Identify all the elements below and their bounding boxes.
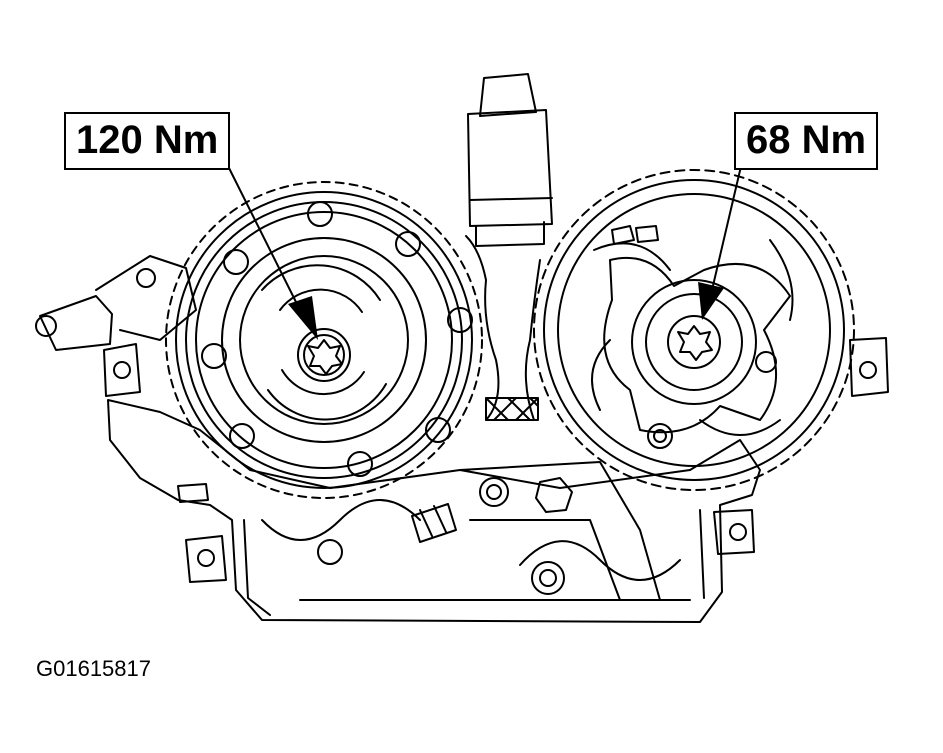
- right-torque-label: 68 Nm: [734, 112, 879, 170]
- block-rib-right: [519, 540, 681, 581]
- left-torx-bolt: [307, 339, 343, 375]
- right-arrow-head: [698, 282, 724, 320]
- block-rib-left: [261, 499, 421, 541]
- timing-belt: [465, 235, 541, 421]
- casting-boss-lower-right: [531, 561, 565, 595]
- right-cam-sprocket: [533, 169, 855, 491]
- left-arrow-head: [288, 296, 318, 340]
- casting-bracket: [459, 461, 661, 601]
- mount-ear-left: [103, 343, 141, 397]
- belt-crosshatch: [485, 397, 539, 421]
- figure-id: G01615817: [36, 656, 151, 681]
- casting-boss-lower-left: [317, 539, 343, 565]
- mount-ear-lower-right: [713, 509, 755, 555]
- sensor-bracket: [95, 255, 197, 341]
- left-leader-line: [225, 161, 301, 311]
- bracket-nut: [535, 477, 573, 513]
- engine-block-inner-line: [243, 509, 705, 616]
- right-leader-line: [711, 161, 743, 291]
- mount-ear-right: [849, 337, 889, 397]
- mount-ear-lower-left: [185, 535, 227, 583]
- bolt-center-lower: [479, 477, 509, 507]
- left-torque-label: 120 Nm: [64, 112, 231, 170]
- right-torx-bolt: [677, 325, 713, 361]
- left-cam-sprocket: [165, 181, 483, 499]
- actuator-body: [467, 109, 553, 227]
- actuator-nut: [479, 73, 537, 117]
- crosshatch-block: [411, 503, 457, 543]
- engine-block-outline: [107, 399, 761, 623]
- sensor-connector: [39, 295, 113, 351]
